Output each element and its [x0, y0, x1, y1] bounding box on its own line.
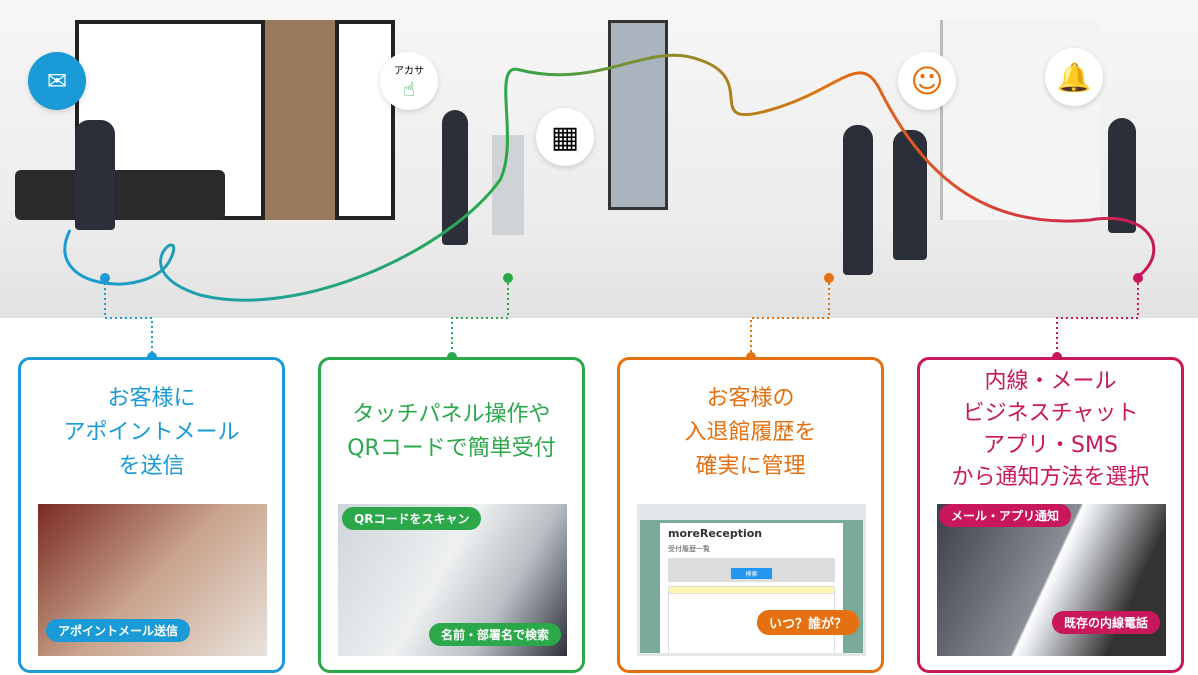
mail-icon: ✉ — [28, 52, 86, 110]
card-appointment-mail: お客様にアポイントメールを送信 アポイントメール送信 — [18, 357, 285, 673]
office-scene: ✉ アカサ☝ ▦ ☺ 🔔 — [0, 0, 1198, 318]
photo-kiosk: QRコードをスキャン 名前・部署名で検索 — [338, 504, 567, 656]
screenshot-history: moreReception 受付履歴一覧 検索 いつ？誰が？ — [637, 504, 866, 656]
visitor-kiosk — [442, 110, 468, 245]
tag-appointment-mail: アポイントメール送信 — [46, 619, 191, 642]
bell-icon: 🔔 — [1045, 48, 1103, 106]
card-title: お客様の入退館履歴を確実に管理 — [684, 386, 817, 479]
staff-greeting — [893, 130, 927, 260]
tag-extension-phone: 既存の内線電話 — [1051, 611, 1160, 634]
window — [335, 20, 395, 220]
touch-panel-icon: アカサ☝ — [380, 52, 438, 110]
smile-icon: ☺ — [898, 52, 956, 110]
card-title: お客様にアポイントメールを送信 — [63, 386, 240, 479]
photo-tablet: アポイントメール送信 — [38, 504, 267, 656]
staff-phone — [1108, 118, 1136, 233]
tag-mail-app: メール・アプリ通知 — [939, 504, 1072, 527]
screen-heading: 受付履歴一覧 — [668, 545, 710, 553]
tag-when-who: いつ？誰が？ — [756, 610, 859, 635]
qr-code-icon: ▦ — [536, 108, 594, 166]
tag-name-search: 名前・部署名で検索 — [428, 623, 561, 646]
logo: moreReception — [668, 527, 763, 540]
flow-line — [63, 53, 1156, 302]
sofa — [15, 170, 225, 220]
card-history: お客様の入退館履歴を確実に管理 moreReception 受付履歴一覧 検索 … — [617, 357, 884, 673]
wooden-door — [265, 20, 335, 220]
touch-keys: アカサ — [394, 65, 424, 77]
visitor-seated — [75, 120, 115, 230]
city-window — [608, 20, 668, 210]
tag-qr-scan: QRコードをスキャン — [342, 507, 482, 530]
visitor-greeting — [843, 125, 873, 275]
connectors — [100, 273, 1143, 360]
search-button: 検索 — [731, 568, 772, 579]
photo-phone: メール・アプリ通知 既存の内線電話 — [937, 504, 1166, 656]
